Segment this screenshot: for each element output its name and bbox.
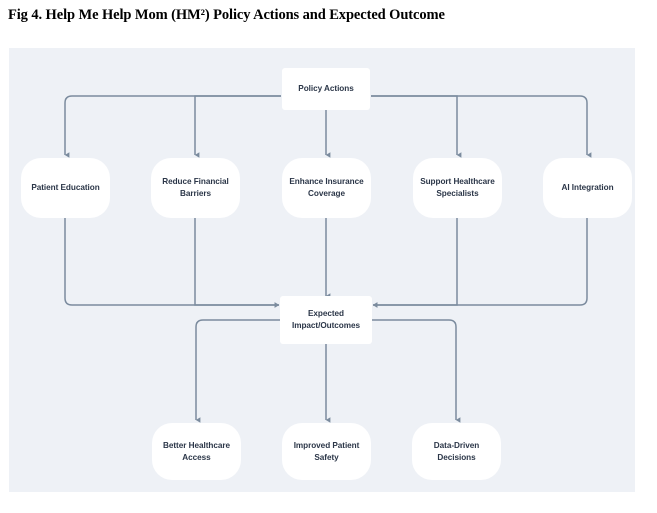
edge-outcomes-to-better-healthcare-access: [195, 319, 281, 423]
figure-title: Fig 4. Help Me Help Mom (HM²) Policy Act…: [8, 7, 445, 23]
connector-layer: [64, 95, 592, 423]
node-improved-patient-safety[interactable]: Improved Patient Safety: [282, 423, 371, 480]
node-improved-patient-safety-label: Improved Patient Safety: [293, 440, 360, 462]
node-patient-education[interactable]: Patient Education: [21, 158, 110, 218]
node-support-healthcare-specialists-label: Support Healthcare Specialists: [420, 177, 495, 198]
node-ai-integration-label: AI Integration: [561, 183, 614, 193]
edge-ai-integration-to-outcomes: [372, 218, 588, 308]
edge-patient-education-to-outcomes: [64, 218, 280, 308]
node-patient-education-label: Patient Education: [31, 183, 100, 193]
node-data-driven-decisions-label: Data-Driven Decisions: [433, 440, 480, 462]
node-policy-actions-label: Policy Actions: [298, 84, 354, 94]
node-reduce-financial-barriers-label: Reduce Financial Barriers: [162, 177, 229, 198]
edge-support-healthcare-to-outcomes: [372, 218, 458, 308]
node-reduce-financial-barriers[interactable]: Reduce Financial Barriers: [151, 158, 240, 218]
edge-policy-to-ai-integration: [371, 95, 592, 158]
node-better-healthcare-access-label: Better Healthcare Access: [163, 440, 230, 462]
edge-reduce-financial-barriers-to-outcomes: [194, 218, 280, 308]
node-data-driven-decisions[interactable]: Data-Driven Decisions: [412, 423, 501, 480]
diagram-panel: Policy Actions Patient Education Reduce …: [9, 48, 635, 492]
edge-policy-to-reduce-financial-barriers: [194, 95, 281, 158]
edge-outcomes-to-data-driven-decisions: [371, 319, 461, 423]
node-ai-integration[interactable]: AI Integration: [543, 158, 632, 218]
edge-policy-to-support-healthcare: [371, 95, 462, 158]
node-policy-actions[interactable]: Policy Actions: [282, 68, 370, 110]
node-expected-impact-outcomes-label: Expected Impact/Outcomes: [292, 309, 360, 330]
node-better-healthcare-access[interactable]: Better Healthcare Access: [152, 423, 241, 480]
edge-policy-to-patient-education: [64, 95, 281, 158]
node-expected-impact-outcomes[interactable]: Expected Impact/Outcomes: [280, 296, 372, 344]
node-support-healthcare-specialists[interactable]: Support Healthcare Specialists: [413, 158, 502, 218]
node-enhance-insurance-coverage[interactable]: Enhance Insurance Coverage: [282, 158, 371, 218]
node-enhance-insurance-coverage-label: Enhance Insurance Coverage: [289, 177, 364, 198]
